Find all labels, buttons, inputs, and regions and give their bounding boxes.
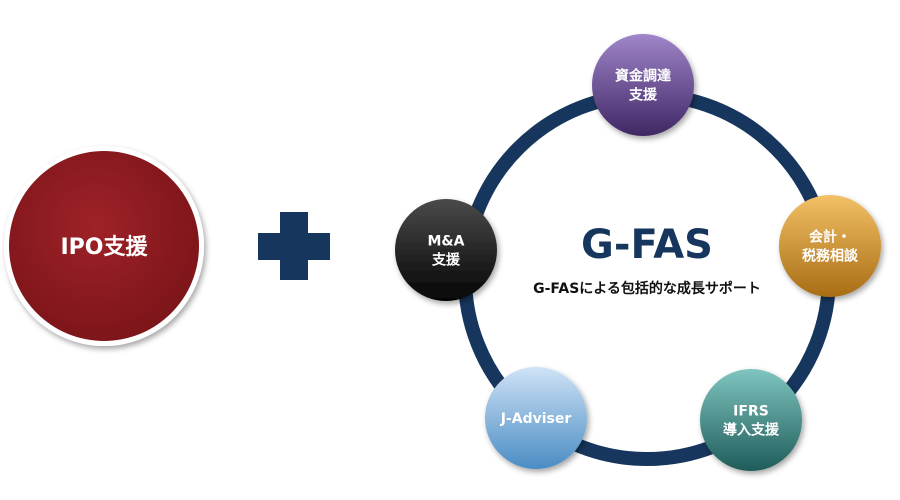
ipo-support-node: IPO支援 — [4, 146, 204, 346]
node-circle-j-adviser — [485, 367, 587, 469]
ipo-support-label: IPO支援 — [60, 235, 148, 260]
node-ifrs: IFRS 導入支援 — [700, 369, 802, 471]
node-ma: M&A 支援 — [395, 199, 497, 301]
node-circle-ma — [395, 199, 497, 301]
node-accounting: 会計・税務相談 — [779, 195, 881, 297]
node-j-adviser: J-Adviser — [485, 367, 587, 469]
node-circle-ifrs — [700, 369, 802, 471]
node-label-ma-line-1: 支援 — [431, 252, 461, 269]
node-circle-accounting — [779, 195, 881, 297]
node-circle-funding — [592, 34, 694, 136]
gfas-subtitle: G-FASによる包括的な成長サポート — [533, 280, 761, 297]
node-label-ma-line-0: M&A — [428, 234, 465, 250]
node-label-funding-line-1: 支援 — [628, 87, 658, 104]
gfas-title: G-FAS — [581, 222, 713, 268]
node-label-j-adviser-line-0: J-Adviser — [500, 411, 572, 427]
node-label-ifrs-line-0: IFRS — [733, 404, 769, 420]
node-label-accounting-line-0: 会計・ — [809, 229, 851, 246]
node-label-funding-line-0: 資金調達 — [615, 68, 671, 85]
node-label-accounting-line-1: 税務相談 — [802, 248, 859, 265]
plus-icon — [258, 212, 330, 280]
node-label-ifrs-line-1: 導入支援 — [723, 422, 780, 439]
